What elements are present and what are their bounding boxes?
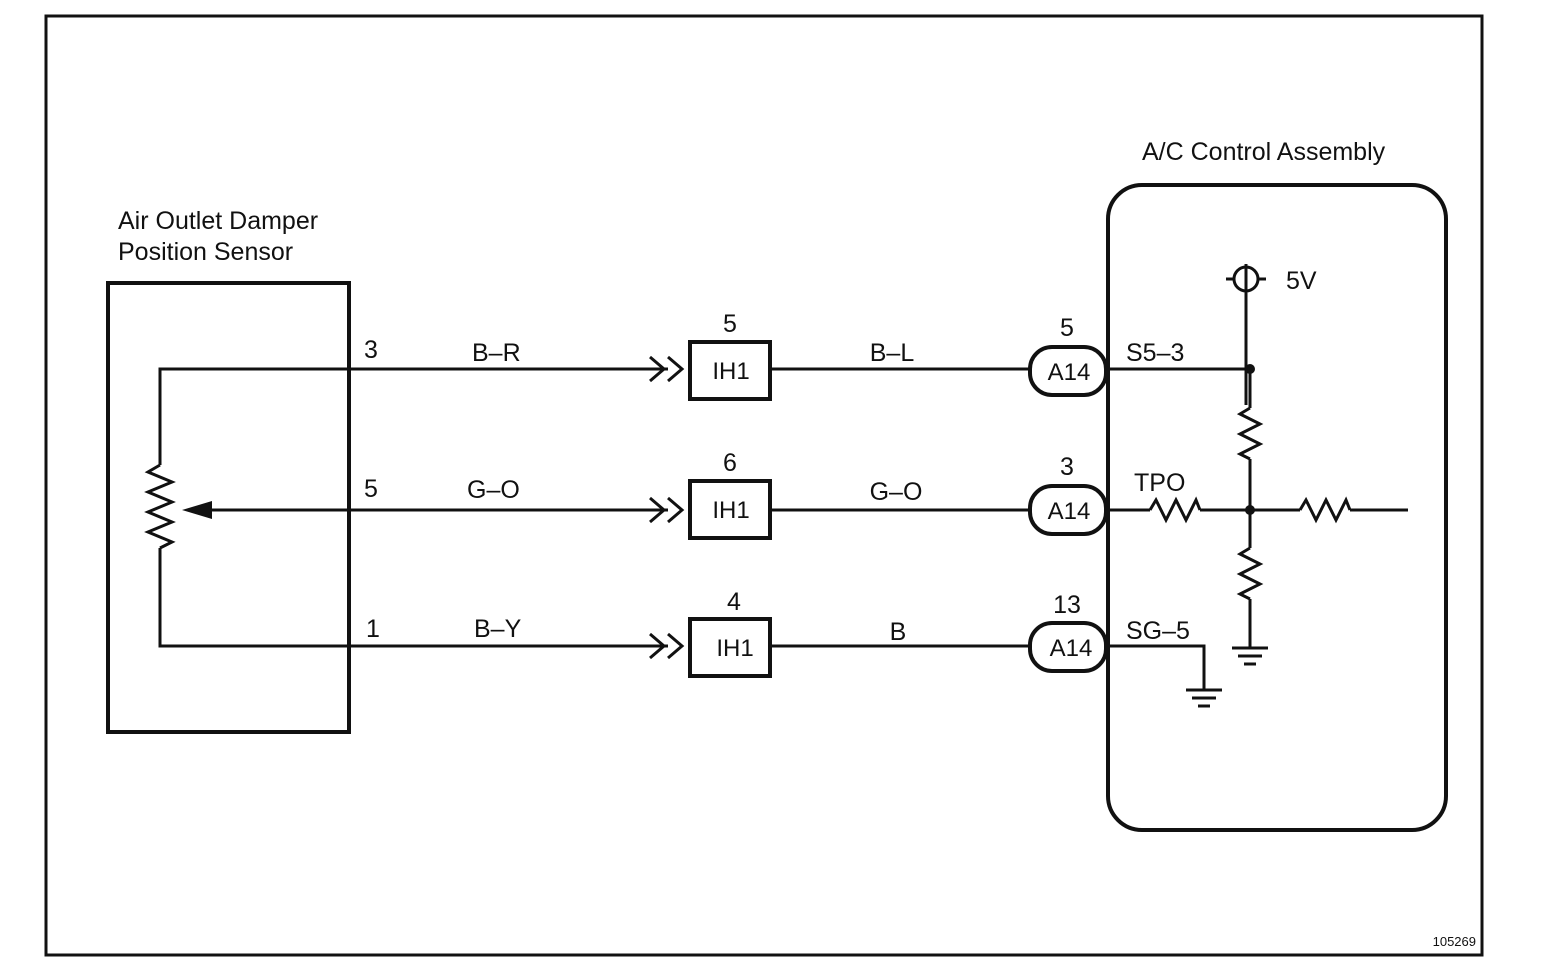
sensor-title-line1: Air Outlet Damper	[118, 207, 318, 235]
ih1-pin-label: 4	[727, 588, 741, 616]
sensor-title-line2: Position Sensor	[118, 238, 293, 266]
a14-pin-label: 3	[1060, 453, 1074, 481]
terminal-sg-5: SG–5	[1126, 617, 1190, 645]
supply-voltage-label: 5V	[1286, 267, 1317, 295]
ih1-name-label: IH1	[716, 635, 753, 662]
ground-icon	[1106, 644, 1222, 708]
wire-label-b-r: B–R	[472, 339, 521, 367]
sensor-pin-5: 5	[364, 475, 378, 503]
figure-id: 105269	[1433, 934, 1476, 949]
ih1-name-label: IH1	[712, 358, 749, 385]
ih1-connector-box	[688, 340, 772, 401]
ih1-pin-label: 5	[723, 310, 737, 338]
ih1-pin-label: 6	[723, 449, 737, 477]
diagram-frame	[44, 14, 1484, 957]
internal-circuit	[1106, 264, 1408, 648]
terminal-tpo: TPO	[1134, 469, 1185, 497]
wire-label-g-o-left: G–O	[467, 476, 520, 504]
chevron-connector-icon	[649, 355, 685, 660]
a14-name-label: A14	[1050, 635, 1093, 662]
ac-control-title: A/C Control Assembly	[1142, 138, 1386, 166]
a14-name-label: A14	[1048, 498, 1091, 525]
ground-icon	[1232, 646, 1268, 666]
a14-pin-label: 13	[1053, 591, 1081, 619]
wire-label-b: B	[890, 618, 907, 646]
ih1-connector-box	[688, 479, 772, 540]
sensor-pin-1: 1	[366, 615, 380, 643]
wire-label-b-l: B–L	[870, 339, 915, 367]
wire-label-b-y: B–Y	[474, 615, 522, 643]
sensor-pin-3: 3	[364, 336, 378, 364]
ih1-name-label: IH1	[712, 497, 749, 524]
terminal-s5-3: S5–3	[1126, 339, 1184, 367]
sensor-box	[106, 281, 351, 734]
wire-label-g-o-right: G–O	[870, 478, 923, 506]
a14-pin-label: 5	[1060, 314, 1074, 342]
ac-control-box	[1106, 183, 1448, 832]
potentiometer-symbol	[144, 367, 349, 648]
a14-name-label: A14	[1048, 359, 1091, 386]
